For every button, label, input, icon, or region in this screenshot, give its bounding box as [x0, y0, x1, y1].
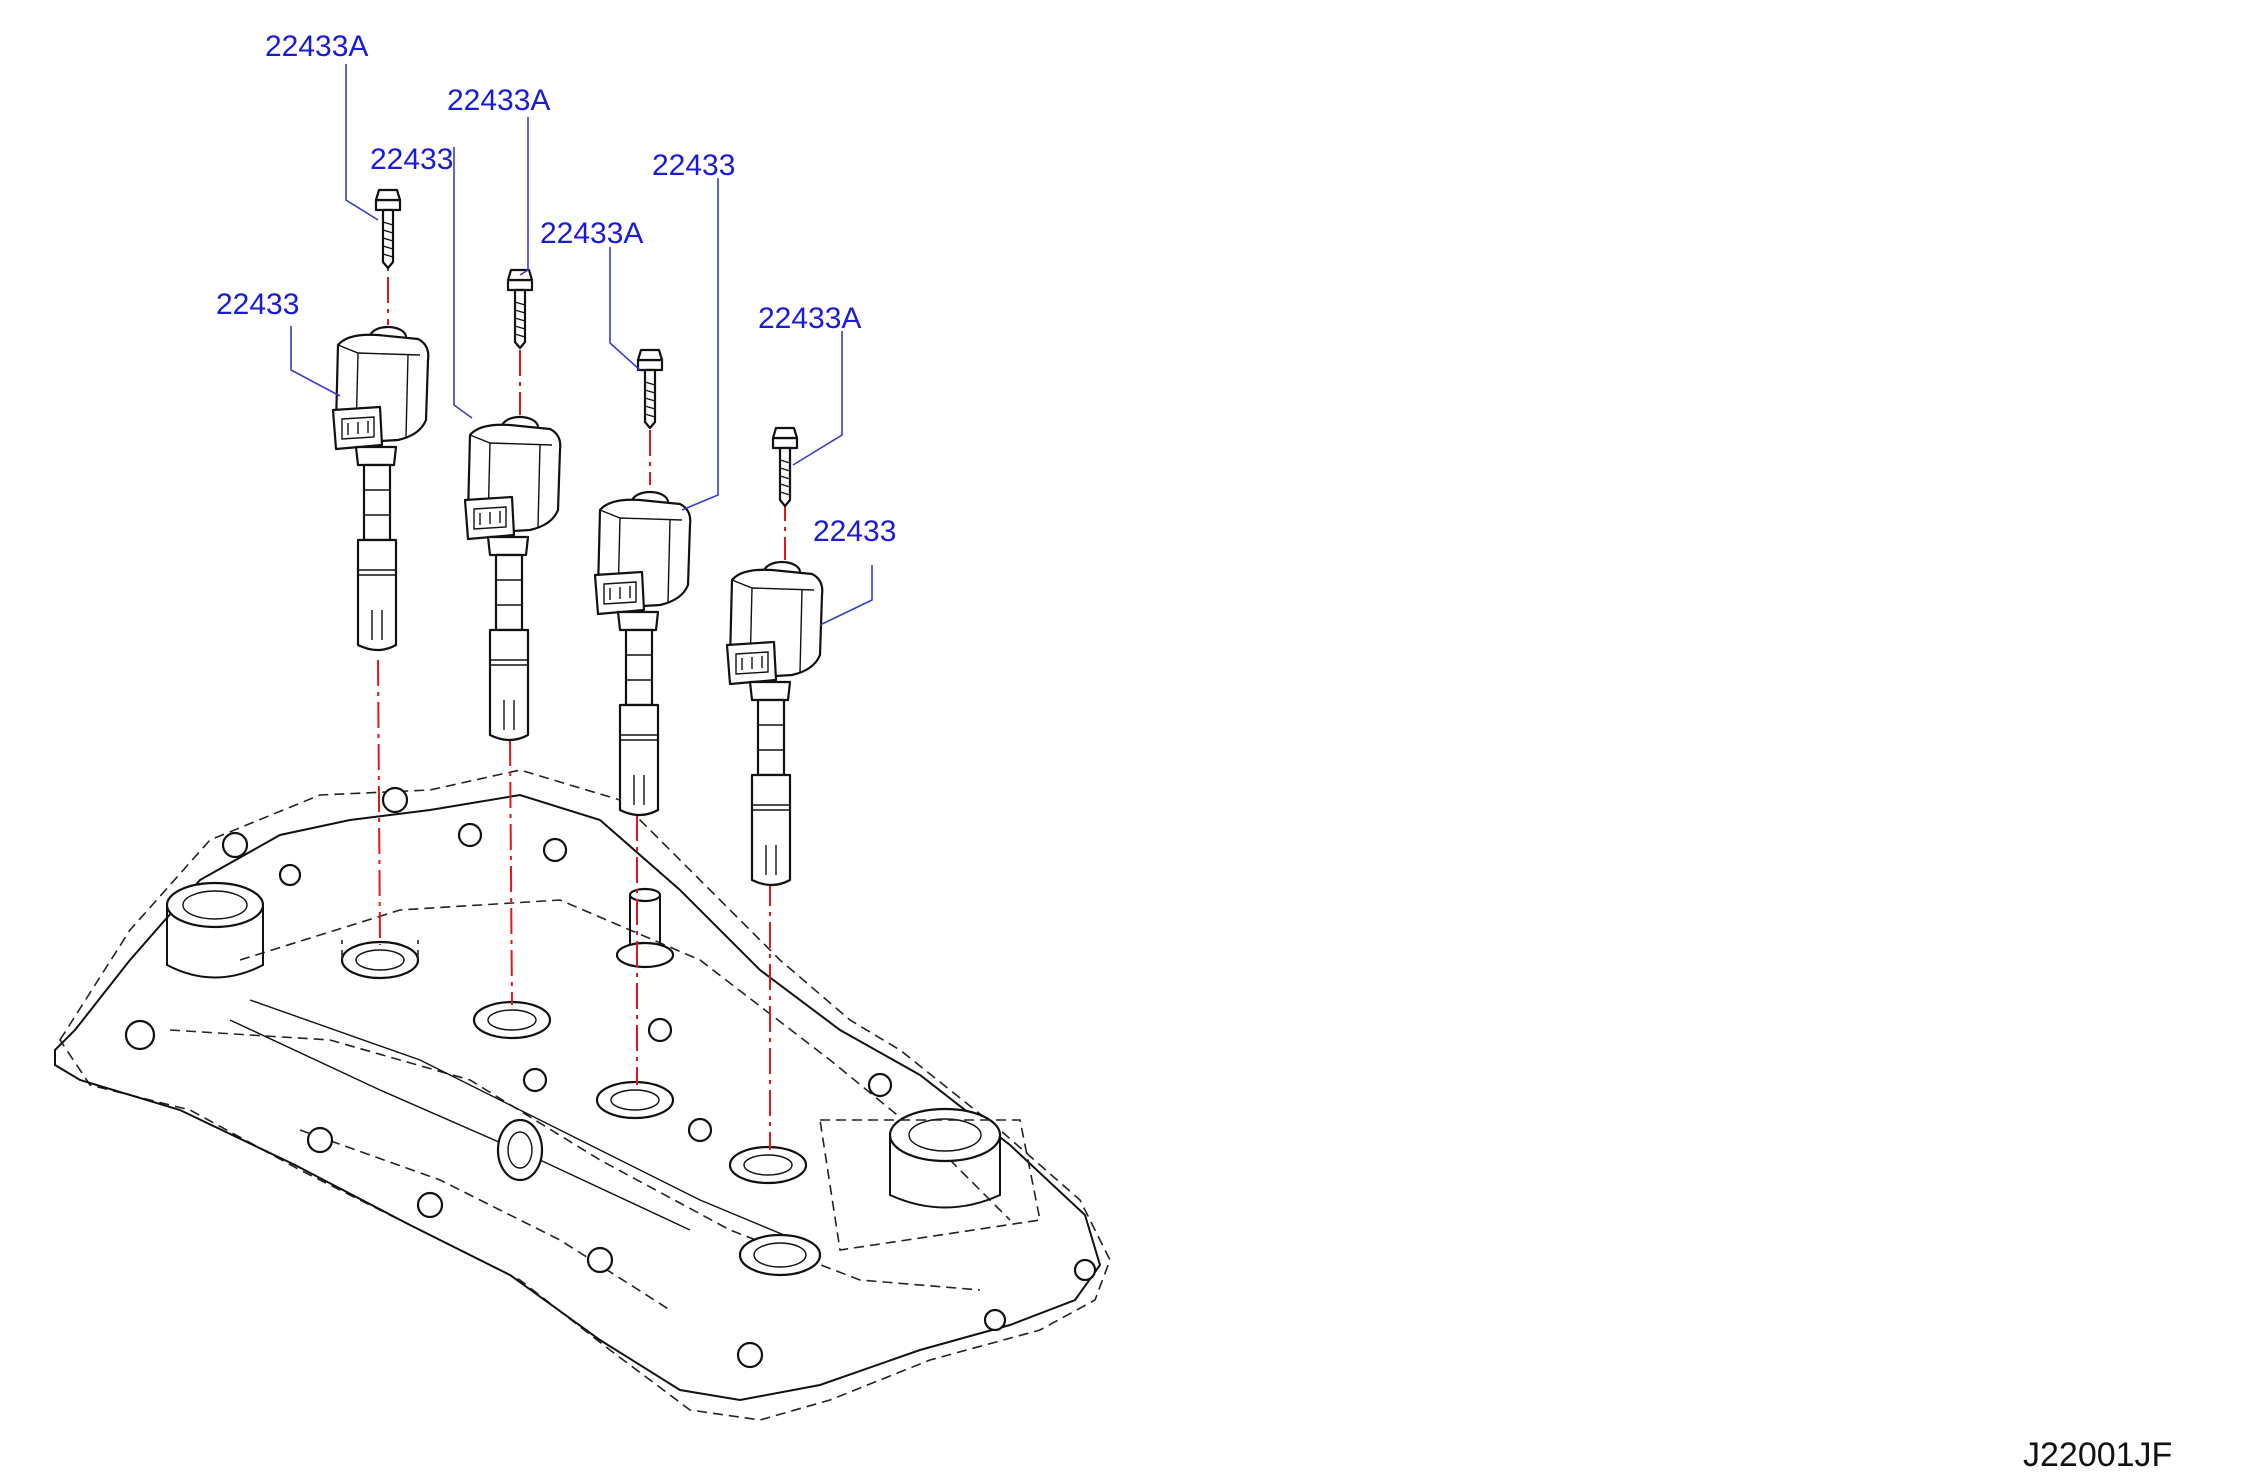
bolt-1 — [374, 188, 402, 270]
callout-coil-4: 22433 — [813, 515, 896, 548]
bolt-2 — [506, 268, 534, 350]
bolt-3 — [636, 348, 664, 430]
coil-2 — [463, 415, 562, 742]
callout-bolt-4: 22433A — [758, 302, 861, 335]
bolt-4 — [771, 426, 799, 508]
coil-4 — [725, 560, 824, 887]
valve-cover — [54, 769, 1111, 1421]
centerlines — [377, 235, 786, 1150]
callout-bolt-3: 22433A — [540, 217, 643, 250]
callout-bolt-2: 22433A — [447, 84, 550, 117]
leader-lines — [290, 64, 873, 626]
coil-3 — [593, 490, 692, 817]
coil-1 — [331, 325, 430, 652]
callout-coil-3: 22433 — [652, 149, 735, 182]
callout-bolt-1: 22433A — [265, 30, 368, 63]
callout-coil-2: 22433 — [370, 143, 453, 176]
diagram-code: J22001JF — [2023, 1436, 2172, 1474]
callouts: 22433A 22433A 22433 22433 22433A 22433 2… — [216, 30, 896, 548]
callout-coil-1: 22433 — [216, 288, 299, 321]
